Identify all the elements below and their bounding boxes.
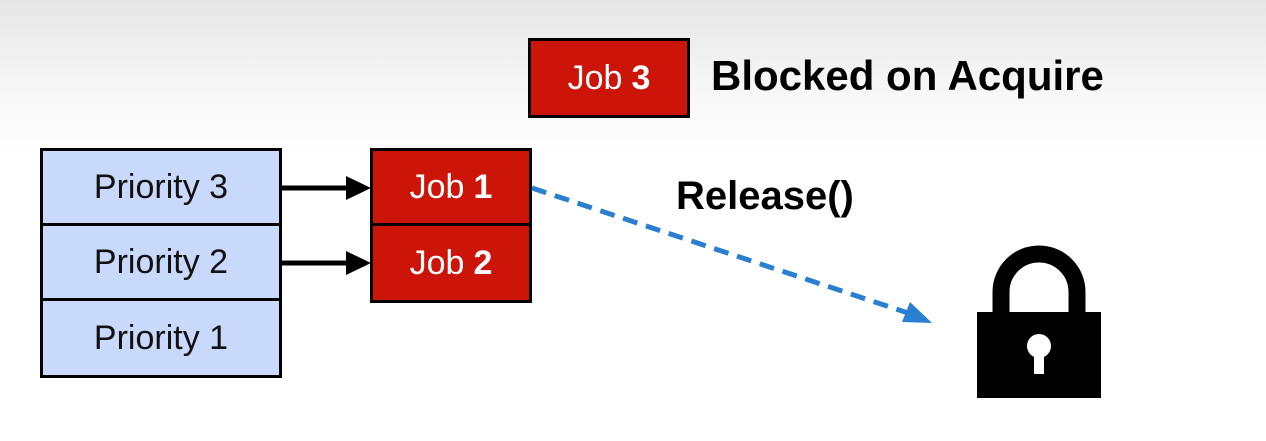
job-1-word: Job <box>409 167 465 206</box>
blocked-job-word: Job <box>567 58 623 97</box>
blocked-job-box: Job 3 <box>528 38 690 118</box>
priority-1-label: Priority 1 <box>93 318 229 357</box>
job-2-box: Job 2 <box>370 223 532 303</box>
job-2-number: 2 <box>473 243 493 282</box>
priority-1-cell: Priority 1 <box>40 298 282 378</box>
priority-3-label: Priority 3 <box>93 167 229 206</box>
job-2-word: Job <box>409 243 465 282</box>
priority-3-to-job-1-arrow <box>282 176 371 200</box>
priority-2-label: Priority 2 <box>93 242 229 281</box>
priority-3-cell: Priority 3 <box>40 148 282 226</box>
blocked-label: Blocked on Acquire <box>711 52 1104 99</box>
blocked-job-number: 3 <box>631 58 651 97</box>
padlock-icon <box>977 245 1101 398</box>
release-label: Release() <box>676 174 854 218</box>
job-1-number: 1 <box>473 167 493 206</box>
priority-2-to-job-2-arrow <box>282 251 371 275</box>
release-dashed-arrow <box>531 185 932 323</box>
